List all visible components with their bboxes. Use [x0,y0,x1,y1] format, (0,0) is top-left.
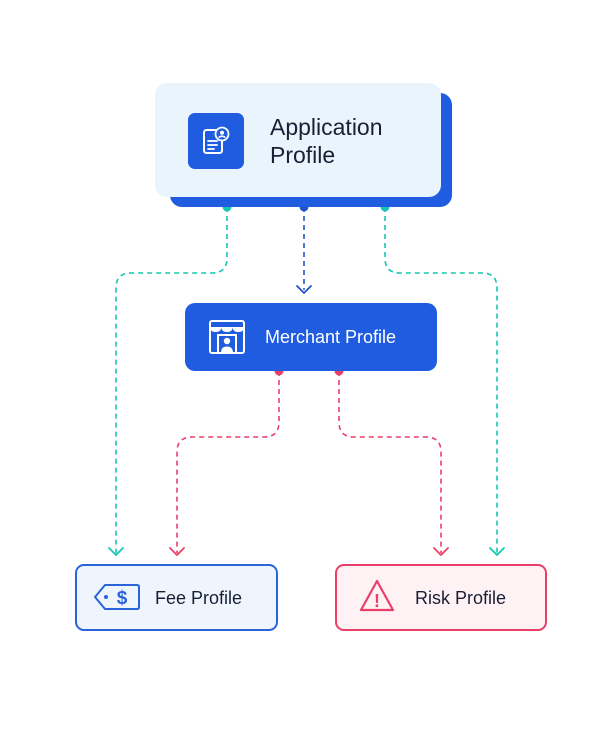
arrowhead [108,547,124,556]
storefront-icon [207,318,247,356]
connector-app-to-risk [384,207,498,553]
warning-triangle-icon: ! [358,578,396,614]
application-title-line2: Profile [270,142,336,168]
arrowhead [489,547,505,556]
arrowhead [296,285,312,294]
arrowhead [169,547,185,556]
document-user-icon [188,113,244,169]
price-tag-icon: $ [93,581,141,613]
risk-profile-card [335,564,547,631]
connector-app-to-fee [115,207,228,553]
risk-profile-label: Risk Profile [415,588,507,608]
fee-profile-card [75,564,278,631]
connector-merchant-to-risk [338,371,442,553]
merchant-profile-label: Merchant Profile [265,327,397,347]
merchant-profile-card [185,303,437,371]
application-title-line1: Application [270,114,383,140]
dollar-glyph: $ [117,588,128,609]
connector-merchant-to-fee [176,371,280,553]
exclamation-glyph: ! [374,591,380,611]
arrowhead [433,547,449,556]
application-profile-title: Application Profile [270,113,430,169]
fee-profile-label: Fee Profile [155,588,243,608]
